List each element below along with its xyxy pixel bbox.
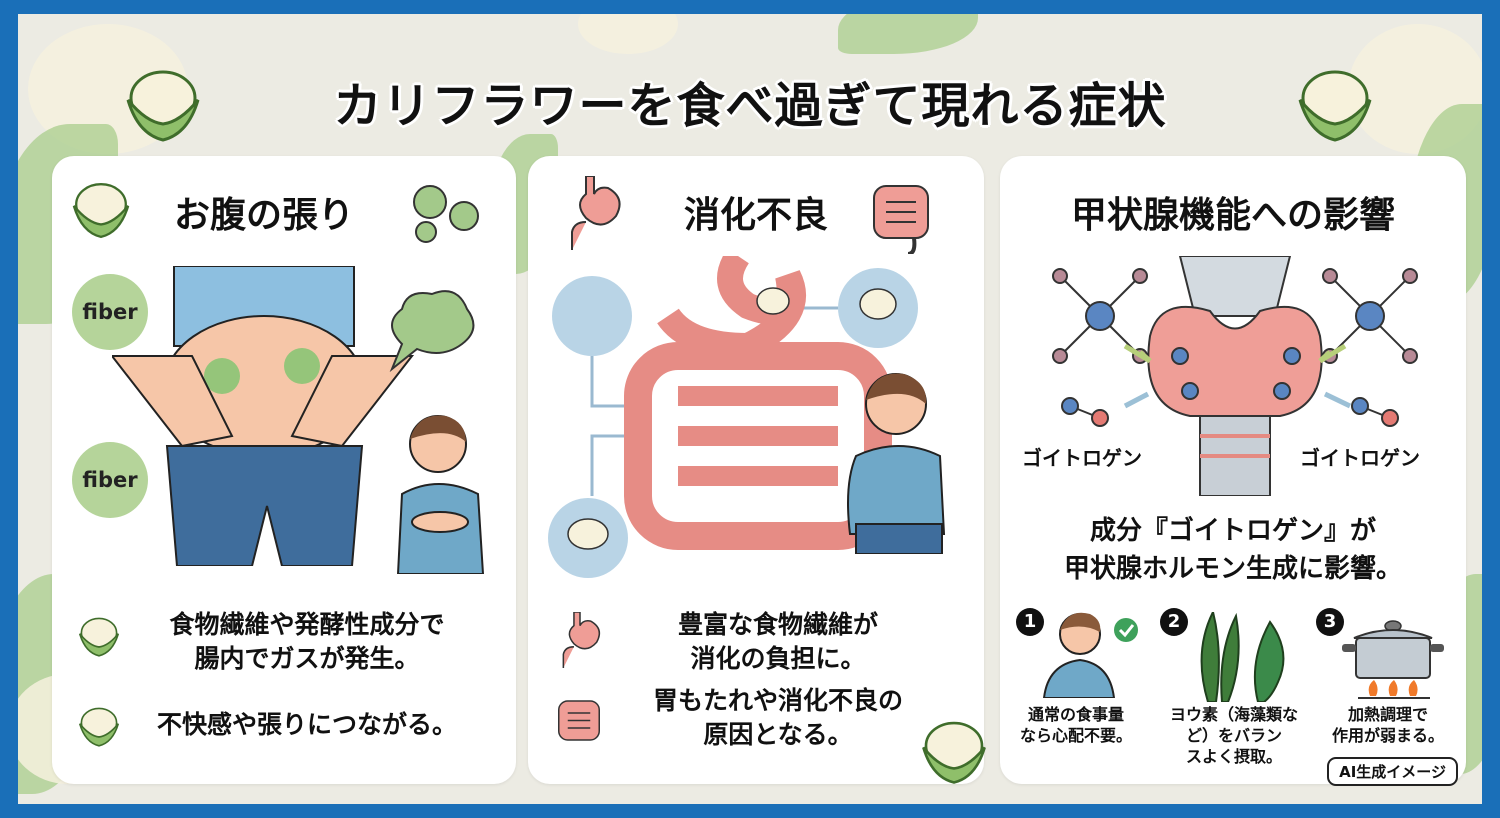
tip-line: 通常の食事量 (1027, 705, 1124, 724)
tip-text: 通常の食事量 なら心配不要。 (1006, 704, 1146, 746)
step-number: 2 (1160, 608, 1188, 636)
tip-line: 加熱調理で (1347, 705, 1428, 724)
tip-text: 加熱調理で 作用が弱まる。 (1318, 704, 1458, 746)
bullet-line: 腸内でガスが発生。 (194, 644, 420, 673)
seaweed-icon (1200, 612, 1285, 702)
intestine-icon (873, 185, 929, 254)
cooking-pot-icon (1342, 620, 1444, 699)
digestive-system-illustration (548, 256, 918, 578)
gas-cloud-icon (413, 185, 479, 243)
bullet-text: 胃もたれや消化不良の 原因となる。 (608, 684, 948, 752)
card-title: 消化不良 (683, 195, 828, 236)
bullet-line: 原因となる。 (703, 720, 853, 749)
bullet-line: 胃もたれや消化不良の (652, 686, 903, 715)
gas-speech-bubble (389, 290, 475, 373)
fiber-bubble: fiber (72, 442, 148, 518)
tip-line: なら心配不要。 (1019, 726, 1132, 745)
fiber-bubble: fiber (72, 274, 148, 350)
bullet-line: 豊富な食物繊維が (677, 610, 878, 639)
ai-generated-badge: AI生成イメージ (1327, 757, 1458, 786)
stomach-icon (562, 612, 601, 668)
cauliflower-icon (922, 721, 986, 784)
summary-line: 成分『ゴイトロゲン』が (1089, 516, 1376, 546)
bullet-line: 食物繊維や発酵性成分で (169, 610, 445, 639)
cauliflower-icon (78, 707, 120, 747)
bg-leaf (838, 14, 978, 54)
tip-line: スよく摂取。 (1185, 747, 1282, 766)
infographic-frame: カリフラワーを食べ過ぎて現れる症状 お腹の張り fiber fiber (18, 14, 1482, 804)
tip-text: ヨウ素（海藻類な ど）をバラン スよく摂取。 (1154, 704, 1314, 767)
person-stomachache (396, 415, 485, 574)
tip-line: ヨウ素（海藻類な (1169, 705, 1298, 724)
card-thyroid: 甲状腺機能への影響 ゴイトロゲン ゴイトロゲ (1000, 156, 1466, 784)
bullet-line: 消化の負担に。 (690, 644, 866, 673)
bloated-belly-illustration (112, 266, 415, 566)
card-title: お腹の張り (173, 195, 354, 236)
card-indigestion: 消化不良 豊富な食物繊維が 消 (528, 156, 986, 784)
person-check-icon (1042, 612, 1138, 698)
bg-cauliflower (578, 14, 678, 54)
intestine-icon (558, 700, 600, 741)
goitrogen-label: ゴイトロゲン (1300, 446, 1420, 470)
step-number: 1 (1016, 608, 1044, 636)
page-title: カリフラワーを食べ過ぎて現れる症状 (333, 78, 1167, 134)
bullet-text: 食物繊維や発酵性成分で 腸内でガスが発生。 (132, 608, 482, 676)
summary-line: 甲状腺ホルモン生成に影響。 (1063, 554, 1402, 584)
tip-line: 作用が弱まる。 (1331, 726, 1444, 745)
cauliflower-icon (126, 70, 200, 142)
cauliflower-icon (72, 183, 130, 239)
cauliflower-icon (78, 617, 120, 657)
thyroid-goitrogen-diagram (1052, 256, 1418, 496)
bullet-text: 不快感や張りにつながる。 (156, 710, 457, 739)
card-bloating: お腹の張り fiber fiber (52, 156, 516, 784)
goitrogen-label: ゴイトロゲン (1022, 446, 1142, 470)
stomach-icon (571, 176, 621, 250)
cauliflower-icon (1298, 70, 1372, 142)
tip-line: ど）をバラン (1185, 726, 1282, 745)
card-title: 甲状腺機能への影響 (1070, 195, 1395, 236)
person-bloated (847, 373, 946, 554)
bullet-text: 豊富な食物繊維が 消化の負担に。 (608, 608, 948, 676)
step-number: 3 (1316, 608, 1344, 636)
thyroid-summary: 成分『ゴイトロゲン』が 甲状腺ホルモン生成に影響。 (1000, 512, 1466, 588)
